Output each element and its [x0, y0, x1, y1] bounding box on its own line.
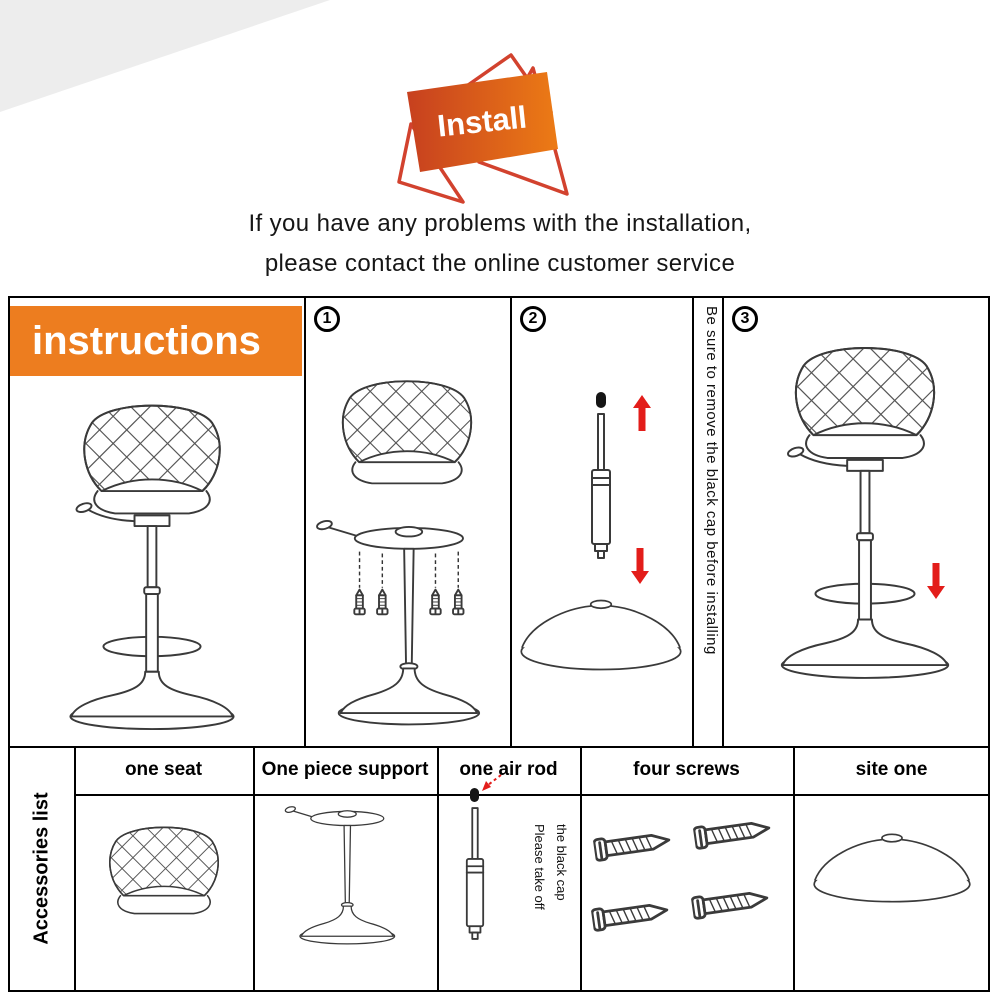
col-divider-step2 [510, 298, 512, 746]
air-rod-drawing-step2 [591, 413, 611, 559]
accessories-list-title: Accessories list [30, 791, 53, 945]
col-divider-note-right [722, 298, 724, 746]
col-divider-acc-2 [437, 748, 439, 990]
support-drawing-accessory [284, 805, 396, 945]
seat-drawing-accessory [86, 818, 242, 919]
col-divider-acc-3 [580, 748, 582, 990]
row-divider-line [9, 746, 989, 748]
seat-drawing-step1 [315, 370, 499, 490]
black-cap-accessory [470, 788, 479, 802]
air-rod-note: Please take off the black cap [528, 824, 576, 988]
red-up-arrow-icon [633, 395, 651, 431]
step2-number-badge: 2 [520, 306, 546, 332]
red-down-arrow-icon [631, 548, 649, 584]
base-with-screws-drawing-step1 [315, 518, 481, 726]
acc-header-underline [76, 794, 988, 796]
air-rod-note-line2: the black cap [554, 824, 570, 901]
step3-number-badge: 3 [732, 306, 758, 332]
instruction-table-frame [8, 296, 990, 992]
contact-text-line1: If you have any problems with the instal… [248, 210, 752, 237]
barstool-drawing-instructions [45, 392, 259, 732]
instructions-header: instructions [10, 306, 302, 376]
contact-text-line2: please contact the online customer servi… [264, 250, 736, 277]
acc-header-one-air-rod: one air rod [459, 759, 558, 780]
air-rod-note-line1: Please take off [532, 824, 548, 910]
step1-number-badge: 1 [314, 306, 340, 332]
accessories-list-title-box: Accessories list [10, 748, 74, 988]
corner-decoration [0, 0, 330, 112]
acc-header-site-one: site one [855, 759, 928, 780]
col-divider-acc-1 [253, 748, 255, 990]
barstool-drawing-step3 [756, 334, 974, 681]
air-rod-drawing-accessory [465, 807, 485, 940]
black-cap-step2 [596, 392, 606, 408]
remove-cap-vertical-note: Be sure to remove the black cap before i… [703, 306, 720, 655]
col-divider-acc-title [74, 748, 76, 990]
install-banner-icon: Install [397, 53, 569, 204]
col-divider-note-left [692, 298, 694, 746]
red-down-arrow-icon-step3 [927, 563, 945, 599]
col-divider-step1 [304, 298, 306, 746]
red-dashed-pointer-icon [482, 774, 502, 791]
acc-header-four-screws: four screws [633, 759, 740, 780]
col-divider-acc-4 [793, 748, 795, 990]
acc-header-one-seat: one seat [124, 759, 203, 780]
acc-header-one-piece-support: One piece support [261, 759, 429, 780]
base-drawing-step2 [520, 599, 682, 671]
base-drawing-accessory [813, 833, 971, 903]
